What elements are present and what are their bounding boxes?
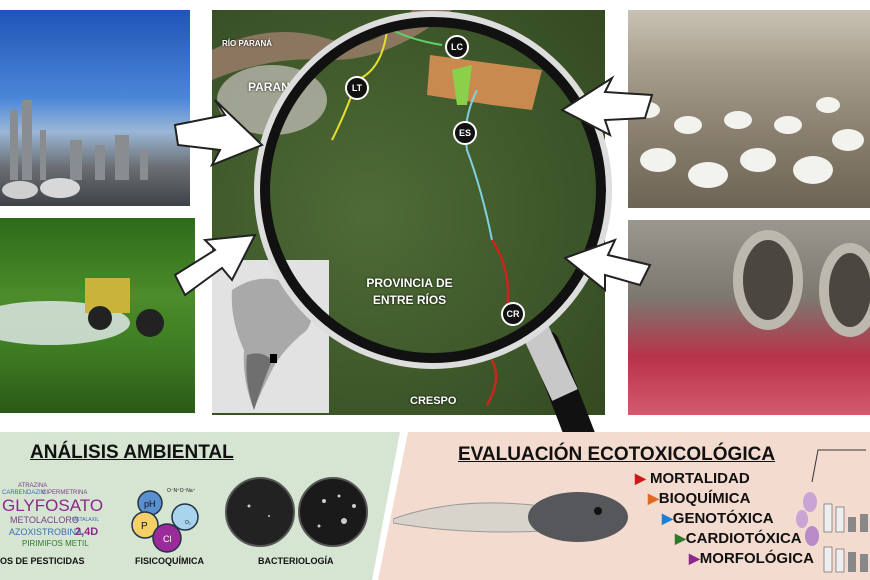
triangle-icon: ▶ — [648, 490, 659, 506]
site-pin-lc[interactable]: LC — [445, 35, 469, 59]
city-crespo-label: CRESPO — [410, 395, 457, 407]
triangle-icon: ▶ — [662, 510, 673, 526]
pesticide-word: ATRAZINA — [18, 483, 48, 489]
pipes — [733, 230, 870, 337]
pesticide-word: CIPERMETRINA — [42, 490, 88, 496]
pesticides-caption: OS DE PESTICIDAS — [0, 556, 85, 566]
pesticide-word: 2,4D — [75, 526, 99, 538]
river-label: RÍO PARANÁ — [222, 39, 273, 48]
endpoint-label: CARDIOTÓXICA — [685, 530, 802, 547]
crop-spraying-photo — [0, 218, 195, 413]
chloride-label: Cl — [163, 534, 172, 544]
phosphorus-label: P — [141, 521, 148, 532]
pesticide-word: METALAXIL — [72, 517, 100, 523]
triangle-icon: ▶ — [635, 470, 646, 486]
effluent-pipes-photo — [628, 220, 870, 415]
south-america-shape — [231, 278, 312, 410]
result-charts-thumbnail — [796, 449, 868, 573]
poultry-farm-photo — [628, 10, 870, 208]
tadpole-image — [393, 492, 628, 542]
ecotoxicological-evaluation-panel: EVALUACIÓN ECOTOXICOLÓGICA ▶ MORTALIDAD … — [378, 432, 870, 580]
physicochemical-caption: FISICOQUÍMICA — [135, 556, 204, 566]
triangle-icon: ▶ — [689, 550, 700, 566]
pesticide-word: CARBENDAZIM — [2, 490, 46, 496]
pesticide-word: PIRIMIFOS METIL — [22, 539, 89, 548]
pesticide-word: AZOXISTROBINA — [9, 527, 83, 537]
petri-dishes-icon — [225, 477, 368, 547]
site-pin-es[interactable]: ES — [453, 121, 477, 145]
endpoint-cardiotoxic: ▶CARDIOTÓXICA — [675, 530, 802, 547]
endpoint-mortality: ▶ MORTALIDAD — [635, 470, 750, 487]
ecotox-title: EVALUACIÓN ECOTOXICOLÓGICA — [458, 444, 776, 465]
bacteriology-caption: BACTERIOLOGÍA — [258, 556, 334, 566]
arrow-icons — [173, 75, 654, 297]
province-label: PROVINCIA DE ENTRE RÍOS — [366, 276, 453, 307]
pesticide-word: GLYFOSATO — [2, 496, 104, 515]
endpoint-label: MORTALIDAD — [649, 470, 750, 487]
endpoint-morphological: ▶MORFOLÓGICA — [689, 550, 814, 567]
site-pin-cr[interactable]: CR — [501, 302, 525, 326]
refinery-silhouette — [2, 100, 148, 199]
endpoint-genotoxic: ▶GENOTÓXICA — [662, 510, 774, 527]
endpoint-biochemistry: ▶BIOQUÍMICA — [648, 490, 750, 507]
endpoint-label: GENOTÓXICA — [672, 510, 774, 527]
site-pin-lt[interactable]: LT — [345, 76, 369, 100]
endpoint-label: BIOQUÍMICA — [658, 490, 751, 507]
physicochemical-icon: pH P Cl O₂ O⁻N⁺O⁻Na⁺ — [131, 488, 199, 553]
south-america-inset-map — [212, 260, 329, 413]
environmental-title: ANÁLISIS AMBIENTAL — [30, 442, 234, 463]
endpoint-label: MORFOLÓGICA — [699, 550, 814, 567]
triangle-icon: ▶ — [675, 530, 686, 546]
ph-label: pH — [144, 499, 156, 509]
refinery-photo — [0, 10, 190, 206]
tractor-spray — [0, 278, 164, 345]
environmental-analysis-panel: ANÁLISIS AMBIENTAL ATRAZINA CARBENDAZIM … — [0, 432, 400, 580]
nitrate-label: O⁻N⁺O⁻Na⁺ — [167, 488, 196, 494]
oxygen-label: O₂ — [185, 520, 191, 526]
pesticide-word: METOLACLORO — [10, 515, 79, 525]
